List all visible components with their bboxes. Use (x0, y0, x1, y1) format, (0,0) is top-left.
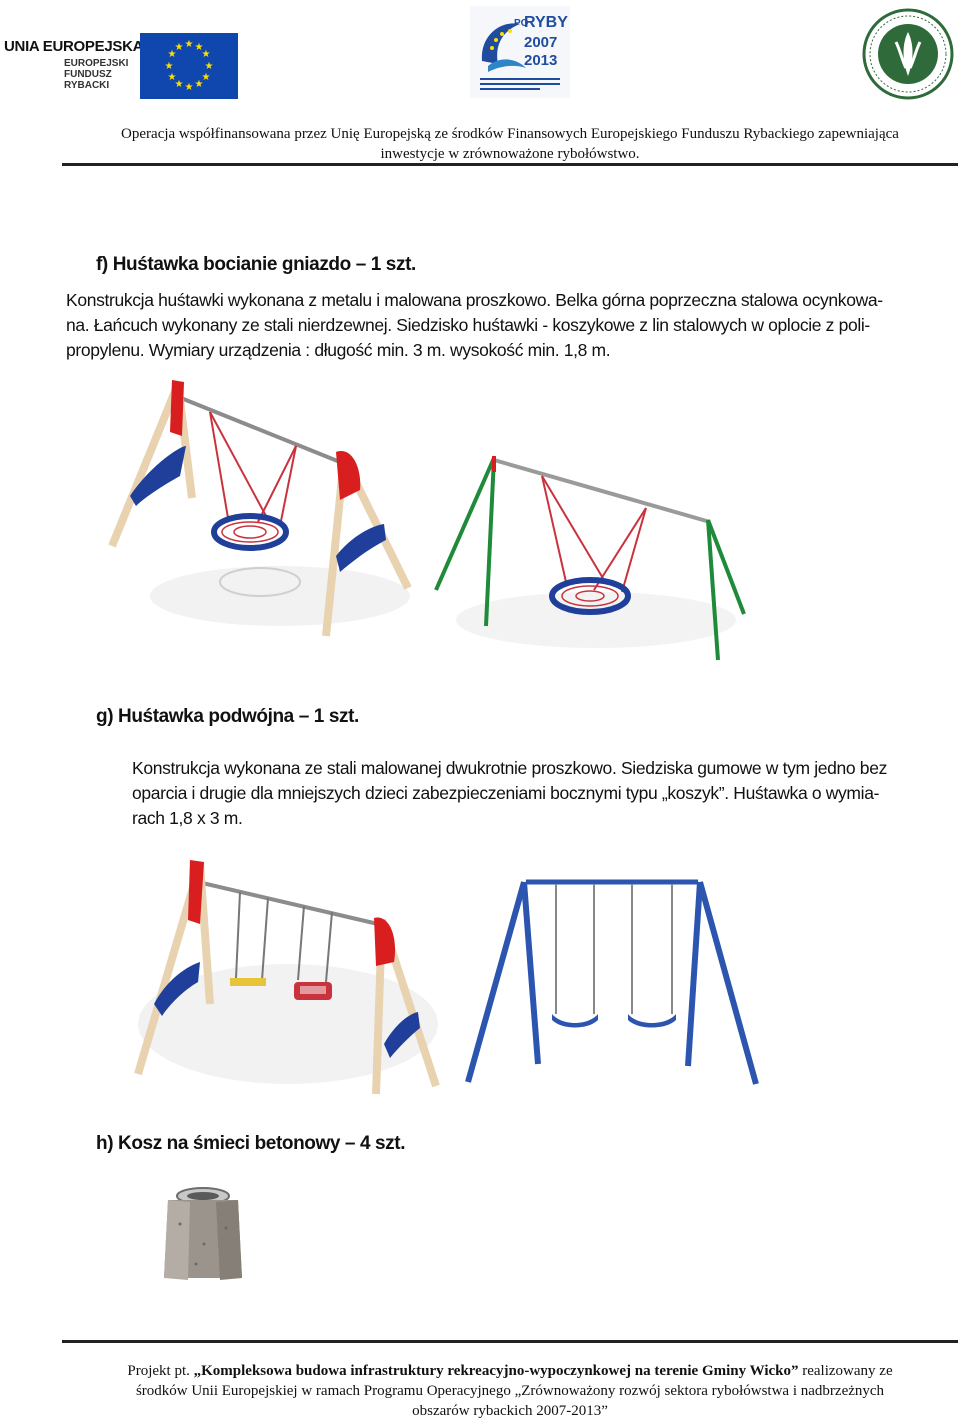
section-h-title: h) Kosz na śmieci betonowy – 4 szt. (96, 1133, 406, 1154)
svg-text:★: ★ (168, 72, 177, 83)
po-logo-year-end: 2013 (524, 52, 558, 69)
ministry-seal-logo (862, 8, 954, 100)
po-logo-prefix: PO (514, 18, 529, 29)
svg-text:★: ★ (165, 61, 174, 72)
section-g-description: Konstrukcja wykonana ze stali malowanej … (132, 758, 887, 828)
header-divider (62, 163, 958, 166)
eu-logo-title: UNIA EUROPEJSKA (4, 38, 144, 55)
svg-text:★: ★ (202, 72, 211, 83)
eu-fund-logo: UNIA EUROPEJSKA EUROPEJSKI FUNDUSZ RYBAC… (0, 14, 240, 99)
svg-text:★: ★ (175, 79, 184, 90)
svg-text:★: ★ (175, 42, 184, 53)
po-logo-year-start: 2007 (524, 34, 558, 51)
po-ryby-logo: PO RYBY 2007 2013 (470, 6, 570, 98)
eu-logo-subtitle: EUROPEJSKI FUNDUSZ RYBACKI (64, 58, 129, 91)
section-f-title: f) Huśtawka bocianie gniazdo – 1 szt. (96, 254, 416, 275)
svg-text:★: ★ (168, 49, 177, 60)
project-footer: Projekt pt. „Kompleksowa budowa infrastr… (127, 1363, 893, 1419)
svg-text:★: ★ (185, 39, 194, 50)
po-logo-word: RYBY (524, 14, 568, 31)
section-g-title: g) Huśtawka podwójna – 1 szt. (96, 706, 359, 727)
eu-flag-icon: ★★★ ★★★ ★★★ ★★★ (140, 33, 238, 99)
svg-text:★: ★ (205, 61, 214, 72)
stork-nest-swing-steel-image (426, 450, 746, 670)
svg-text:★: ★ (195, 79, 204, 90)
svg-text:★: ★ (185, 82, 194, 93)
svg-text:★: ★ (202, 49, 211, 60)
cofinancing-note: Operacja współfinansowana przez Unię Eur… (121, 126, 899, 162)
concrete-bin-image (160, 1184, 246, 1288)
double-swing-wooden-image (128, 854, 448, 1104)
footer-divider (62, 1340, 958, 1343)
section-f-description: Konstrukcja huśtawki wykonana z metalu i… (66, 290, 883, 360)
svg-text:★: ★ (195, 42, 204, 53)
double-swing-steel-image (462, 876, 762, 1090)
stork-nest-swing-wooden-image (100, 376, 440, 666)
